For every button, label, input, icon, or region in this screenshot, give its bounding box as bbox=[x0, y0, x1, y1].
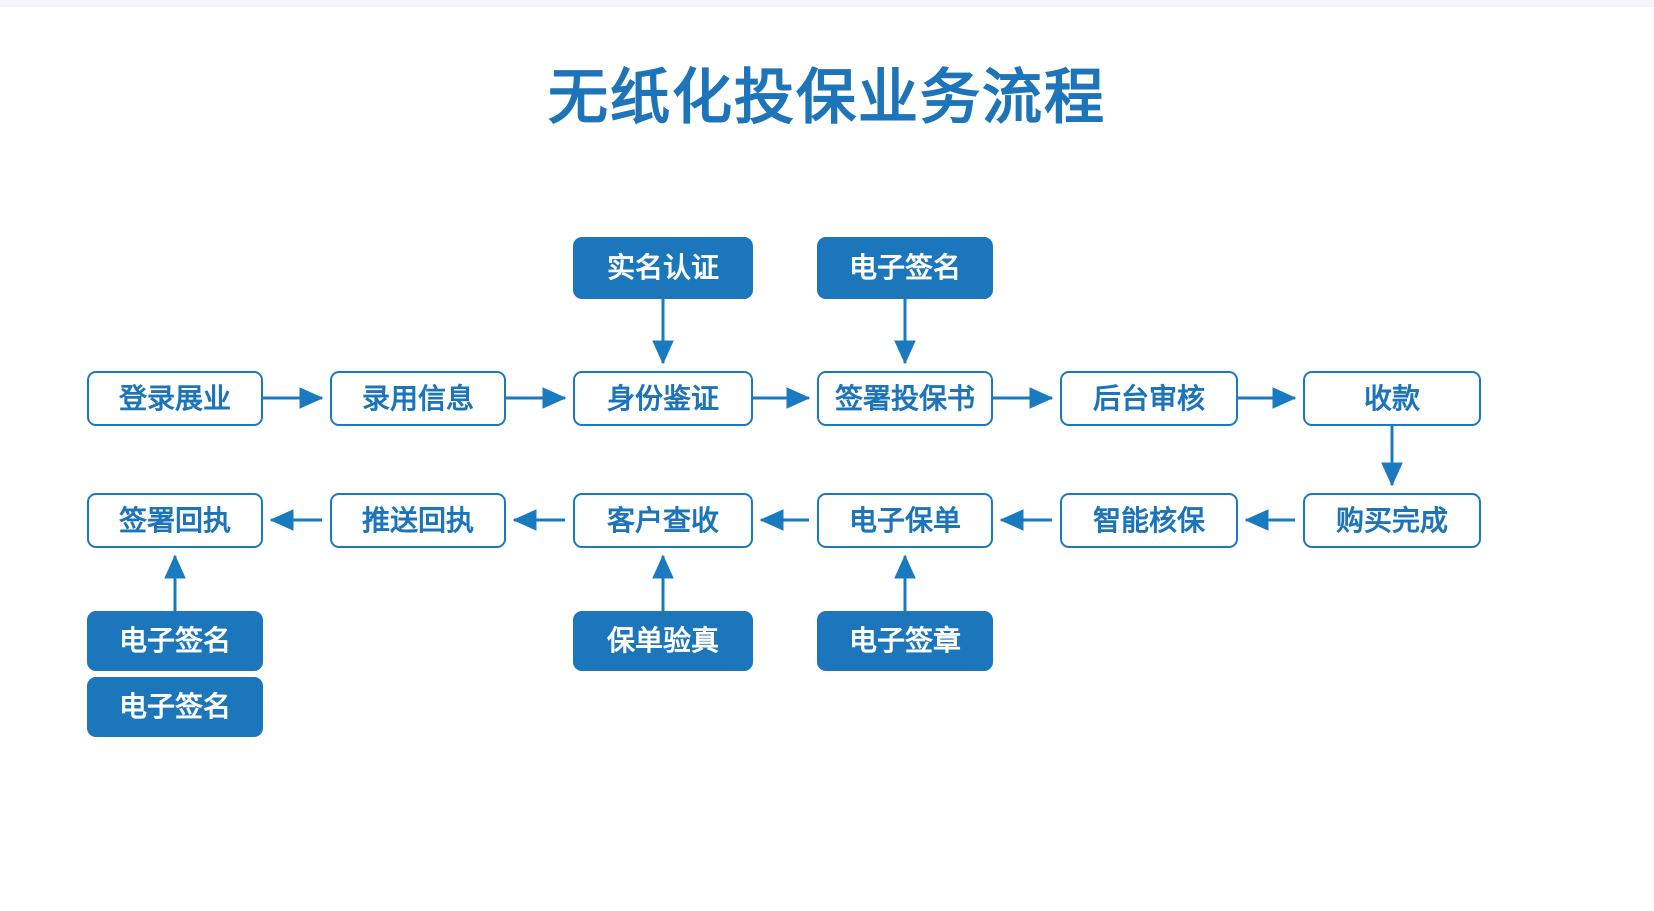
node-shenfen-jianzheng[interactable]: 身份鉴证 bbox=[573, 371, 753, 426]
node-label: 保单验真 bbox=[606, 625, 719, 656]
page-title: 无纸化投保业务流程 bbox=[548, 64, 1106, 131]
node-label: 购买完成 bbox=[1335, 504, 1448, 536]
node-houtai-shenhe[interactable]: 后台审核 bbox=[1060, 371, 1238, 426]
node-shoukuan[interactable]: 收款 bbox=[1303, 371, 1481, 426]
node-dianzi-baodan[interactable]: 电子保单 bbox=[817, 493, 993, 548]
node-dianzi-qianming-bottom-1[interactable]: 电子签名 bbox=[87, 611, 263, 671]
node-kehu-chashou[interactable]: 客户查收 bbox=[573, 493, 753, 548]
node-label: 实名认证 bbox=[606, 252, 719, 283]
node-tuisong-huizhi[interactable]: 推送回执 bbox=[330, 493, 506, 548]
node-goumai-wancheng[interactable]: 购买完成 bbox=[1303, 493, 1481, 548]
node-label: 电子签名 bbox=[848, 252, 961, 283]
node-zhineng-hebao[interactable]: 智能核保 bbox=[1060, 493, 1238, 548]
node-label: 电子签名 bbox=[118, 625, 231, 656]
node-baodan-yanzhen[interactable]: 保单验真 bbox=[573, 611, 753, 671]
node-label: 客户查收 bbox=[606, 504, 719, 536]
node-label: 身份鉴证 bbox=[606, 382, 719, 414]
node-label: 签署投保书 bbox=[834, 382, 975, 414]
node-qianshu-huizhi[interactable]: 签署回执 bbox=[87, 493, 263, 548]
node-label: 登录展业 bbox=[118, 382, 231, 414]
node-label: 收款 bbox=[1363, 382, 1420, 414]
node-qianshu-toubaoshu[interactable]: 签署投保书 bbox=[817, 371, 993, 426]
node-denglu-zhanye[interactable]: 登录展业 bbox=[87, 371, 263, 426]
node-label: 智能核保 bbox=[1092, 504, 1205, 536]
node-label: 录用信息 bbox=[361, 382, 474, 414]
node-dianzi-qianzhang[interactable]: 电子签章 bbox=[817, 611, 993, 671]
node-label: 电子签章 bbox=[848, 625, 961, 656]
node-label: 推送回执 bbox=[361, 504, 474, 536]
node-dianzi-qianming-bottom-2[interactable]: 电子签名 bbox=[87, 677, 263, 737]
node-label: 电子保单 bbox=[848, 504, 961, 536]
node-label: 后台审核 bbox=[1092, 382, 1205, 414]
node-label: 签署回执 bbox=[118, 504, 231, 536]
node-label: 电子签名 bbox=[118, 691, 231, 722]
top-edge-strip bbox=[0, 0, 1654, 7]
node-dianzi-qianming-top[interactable]: 电子签名 bbox=[817, 237, 993, 299]
node-shiming-renzheng[interactable]: 实名认证 bbox=[573, 237, 753, 299]
node-luyong-xinxi[interactable]: 录用信息 bbox=[330, 371, 506, 426]
